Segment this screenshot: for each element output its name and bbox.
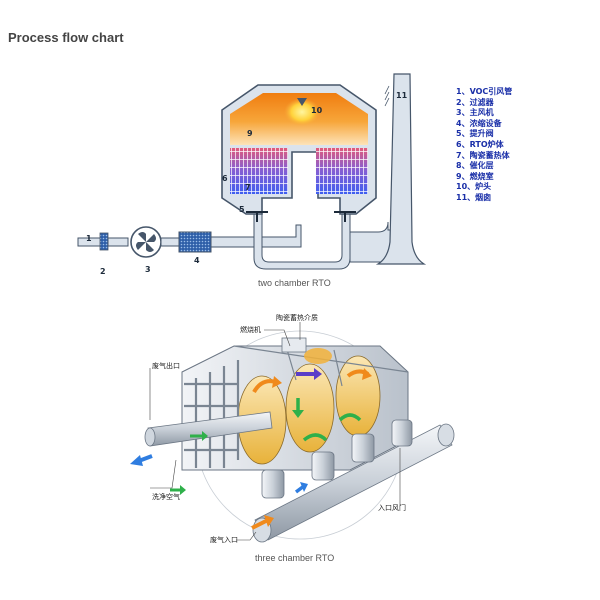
supply-pipe [210,224,302,248]
component-legend: 1、VOC引风管 2、过滤器 3、主风机 4、浓缩设备 5、提升阀 6、RTO炉… [456,87,512,204]
label-ceramic-medium: 陶瓷蓄热介质 [276,313,318,322]
legend-item: 11、烟囱 [456,192,492,202]
caption-three-chamber: three chamber RTO [255,553,335,563]
chamber-2 [285,363,335,453]
label-inlet-damper: 入口风门 [378,503,406,512]
fan-blade-icon [136,232,156,252]
label-11: 11 [396,91,408,100]
label-6: 6 [222,174,228,183]
legend-item: 10、炉头 [456,182,492,192]
legend-item: 8、催化层 [456,161,494,171]
label-exhaust-inlet: 废气入口 [210,535,238,544]
legend-item: 1、VOC引风管 [456,87,513,96]
valve-drums [261,419,413,499]
ceramic-cells [316,148,368,194]
label-5: 5 [239,205,245,214]
legend-item: 4、浓缩设备 [456,118,502,128]
two-chamber-rto: 1 2 3 4 5 6 7 9 10 11 [77,73,427,276]
legend-item: 3、主风机 [456,108,494,118]
legend-item: 5、提升阀 [456,129,494,139]
chamber-3 [335,355,381,437]
burner-housing [281,337,307,353]
pipe-segment [107,237,129,247]
label-4: 4 [194,256,200,265]
label-purge-air: 洗净空气 [152,492,180,501]
filter [99,232,109,251]
legend-item: 6、RTO炉体 [456,139,504,149]
manifold-end [437,423,455,447]
label-10: 10 [311,106,323,115]
label-2: 2 [100,267,106,276]
ceramic-cells [230,148,288,194]
lift-valve-left [246,211,268,222]
label-7: 7 [245,183,251,192]
flame-glow [304,348,332,364]
concentration-device [178,231,212,253]
flow-arrows [130,368,372,530]
caption-two-chamber: two chamber RTO [258,278,331,288]
label-1: 1 [86,234,92,243]
pipe-segment [160,237,180,247]
label-exhaust-outlet: 废气出口 [152,361,180,370]
burner-icon [297,98,307,106]
label-burner: 燃烧机 [240,325,261,334]
leader-lines [149,322,401,541]
label-3: 3 [145,265,151,274]
three-chamber-rto: 陶瓷蓄热介质 燃烧机 废气出口 洗净空气 入口风门 废气入口 [130,313,455,544]
label-9: 9 [247,129,253,138]
flame [284,98,320,126]
lift-valve-right [334,211,356,222]
outlet-flange [144,427,156,447]
chimney-detail [384,85,390,107]
chimney [375,73,427,265]
legend-item: 2、过滤器 [456,97,494,107]
page-title: Process flow chart [8,30,124,45]
legend-item: 7、陶瓷蓄热体 [456,150,510,160]
legend-item: 9、燃烧室 [456,171,494,181]
